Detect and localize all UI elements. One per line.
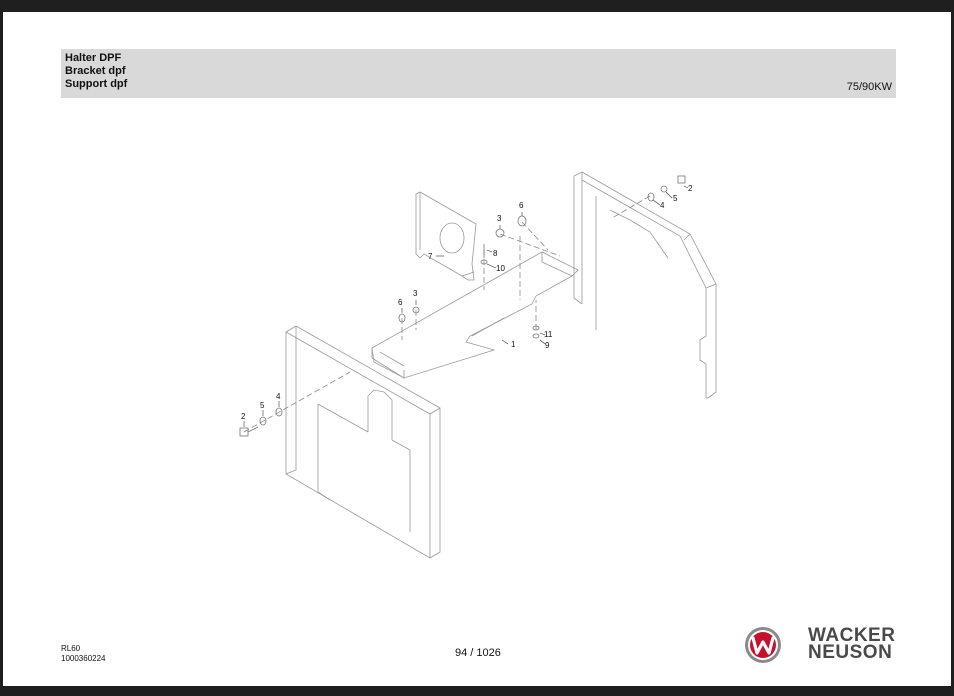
brand-line-1: WACKER [808,625,896,646]
fasteners [239,175,686,437]
leader-lines [243,185,689,427]
callout-4-top: 4 [660,201,665,210]
footer-model-info: RL60 1000360224 [61,644,106,664]
callout-1: 1 [511,340,516,349]
title-english: Bracket dpf [65,65,126,77]
callout-2-left: 2 [241,412,246,421]
title-french: Support dpf [65,78,128,90]
top-border [0,0,954,12]
part-number: 1000360224 [61,654,106,663]
callout-4-left: 4 [276,392,281,401]
callout-6-mid: 6 [398,298,403,307]
bottom-border [0,686,954,696]
left-frame-plate [285,325,441,559]
callout-6-top: 6 [519,201,524,210]
upper-bracket-plate [415,191,477,281]
page-number: 94 / 1026 [455,647,501,659]
callout-10: 10 [496,264,505,273]
right-border [951,0,954,696]
callout-2-top: 2 [688,184,693,193]
model-name: RL60 [61,644,81,653]
wacker-neuson-logo-icon [745,627,781,663]
callout-8: 8 [493,249,498,258]
left-border [0,0,3,696]
brand-wordmark: WACKER NEUSON [808,625,896,663]
callout-5-top: 5 [673,194,678,203]
assembly-lines [243,195,651,433]
title-header: Halter DPF Bracket dpf Support dpf 75/90… [61,49,896,98]
right-frame-plate [573,171,717,399]
main-support-bracket [371,251,579,379]
callout-9: 9 [545,341,550,350]
callout-3-top: 3 [497,214,502,223]
callout-3-mid: 3 [413,289,418,298]
title-german: Halter DPF [65,52,122,64]
callout-5-left: 5 [260,401,265,410]
power-rating: 75/90KW [846,81,892,93]
callout-7: 7 [428,252,433,261]
callout-11: 11 [544,330,553,339]
brand-line-2: NEUSON [808,642,893,663]
